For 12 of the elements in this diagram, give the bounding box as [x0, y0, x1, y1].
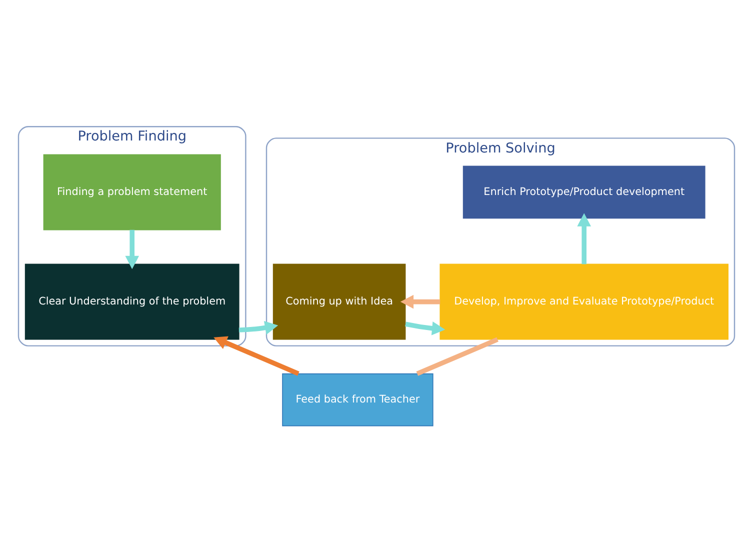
node-box: Finding a problem statement [43, 154, 221, 230]
node-box: Develop, Improve and Evaluate Prototype/Product [440, 264, 728, 340]
arrow [214, 336, 300, 376]
arrow [577, 213, 592, 264]
node-box: Feed back from Teacher [282, 373, 434, 426]
arrow [400, 294, 440, 309]
connector [416, 337, 498, 376]
arrow [125, 230, 140, 270]
node-box: Clear Understanding of the problem [24, 264, 240, 340]
node-box: Enrich Prototype/Product development [462, 166, 706, 219]
node-box: Coming up with Idea [272, 264, 406, 340]
arrow [238, 320, 278, 335]
